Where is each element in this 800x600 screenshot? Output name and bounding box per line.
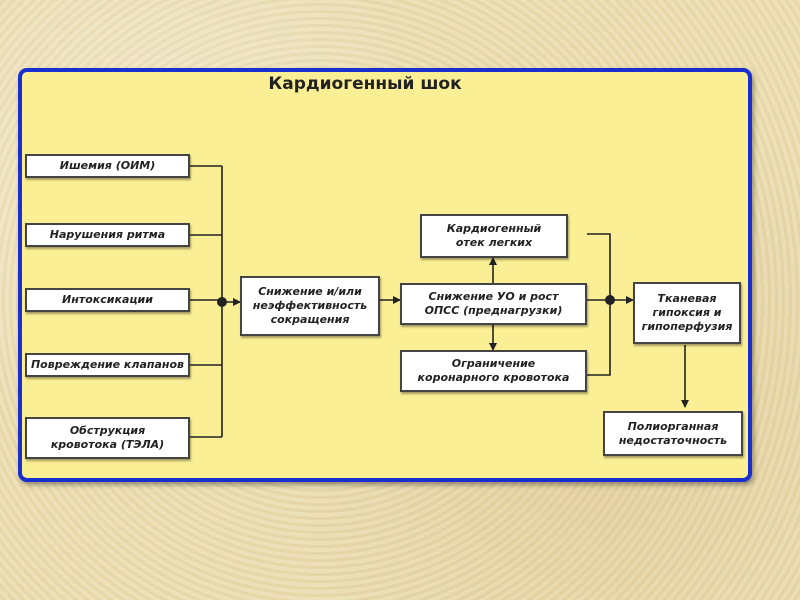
line-edema-to-junction: [587, 233, 611, 300]
junction-dot-left: [217, 297, 227, 307]
cause-arrhythmia: Нарушения ритма: [25, 223, 190, 247]
cause-obstruction: Обструкция кровотока (ТЭЛА): [25, 417, 190, 459]
node-coronary-limit: Ограничение коронарного кровотока: [400, 350, 587, 392]
cause-ischemia: Ишемия (ОИМ): [25, 154, 190, 178]
node-tissue-hypoxia: Тканевая гипоксия и гипоперфузия: [633, 282, 741, 344]
node-sv-drop: Снижение УО и рост ОПСС (преднагрузки): [400, 283, 587, 325]
line-coronary-to-junction: [587, 300, 611, 376]
diagram-title: Кардиогенный шок: [268, 74, 462, 94]
node-pulmonary-edema: Кардиогенный отек легких: [420, 214, 568, 258]
junction-dot-right: [605, 295, 615, 305]
node-contractility: Снижение и/или неэффективность сокращени…: [240, 276, 380, 336]
cause-valve-damage: Повреждение клапанов: [25, 353, 190, 377]
cause-intoxication: Интоксикации: [25, 288, 190, 312]
node-organ-failure: Полиорганная недостаточность: [603, 411, 743, 456]
